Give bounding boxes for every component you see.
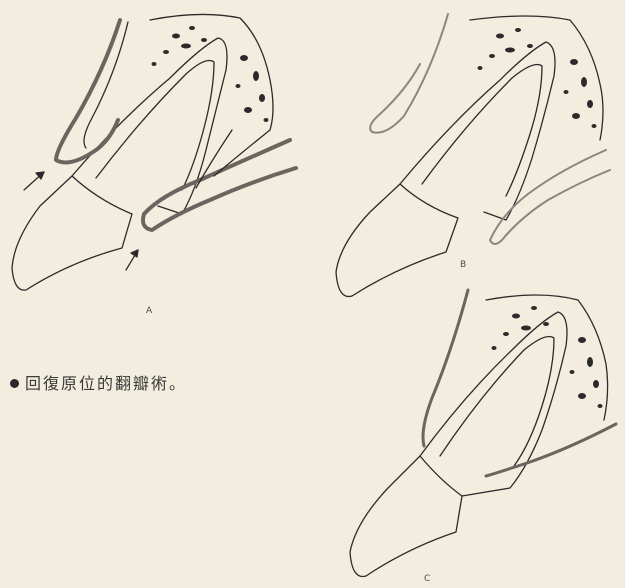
- bone-b: [478, 28, 597, 128]
- root-b: [400, 42, 555, 220]
- crown-b: [336, 184, 458, 297]
- flap-lower-c: [486, 424, 616, 476]
- flap-lower-b: [490, 150, 610, 244]
- figure-label-b: B: [460, 260, 466, 270]
- root-c: [420, 312, 567, 496]
- crown-c: [350, 456, 462, 577]
- flap-upper-a: [56, 20, 120, 162]
- pulp-b: [422, 65, 542, 197]
- pulp-c: [440, 337, 554, 467]
- figure-c: [350, 290, 616, 577]
- figure-label-c: C: [424, 574, 430, 584]
- caption-text: 回復原位的翻瓣術。: [25, 374, 187, 393]
- bone-a: [152, 26, 269, 122]
- flap-lower-a: [143, 140, 296, 230]
- crown-a: [12, 176, 132, 290]
- bullet-icon: [10, 379, 19, 388]
- root-a: [72, 38, 227, 214]
- arrow-a2: [126, 250, 138, 270]
- arrow-a1: [24, 172, 44, 190]
- figure-label-a: A: [146, 306, 152, 316]
- figure-a: [12, 14, 296, 290]
- flap-upper-b: [370, 14, 448, 133]
- figure-caption: 回復原位的翻瓣術。: [10, 370, 187, 394]
- figure-b: [336, 14, 610, 297]
- flap-upper-a-inner: [84, 22, 128, 148]
- bone-c: [492, 306, 603, 408]
